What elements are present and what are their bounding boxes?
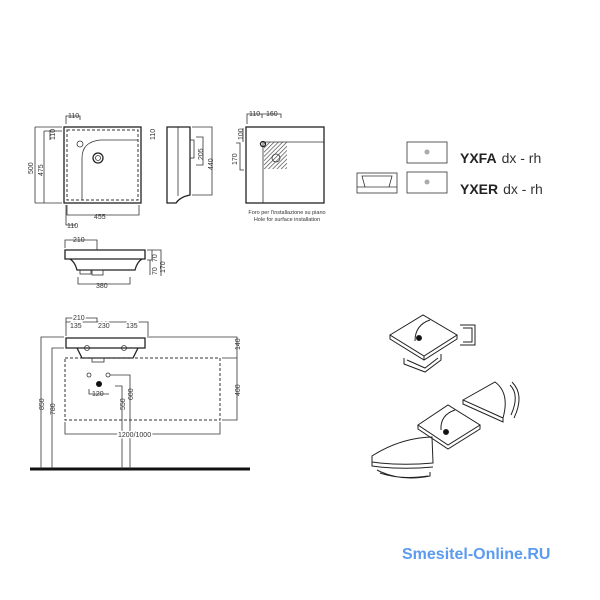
dim-110-left: 110 <box>50 129 57 140</box>
dim-160-install: 160 <box>266 111 278 118</box>
dim-550: 550 <box>120 398 127 410</box>
caption-italian: Foro per l'installazione su piano <box>248 210 325 216</box>
dim-135-right: 135 <box>126 323 138 330</box>
dim-600: 600 <box>128 388 135 400</box>
dim-170-front: 170 <box>160 261 167 273</box>
dim-120: 120 <box>92 391 104 398</box>
dim-455: 455 <box>94 214 106 221</box>
dim-850: 850 <box>39 398 46 410</box>
dim-140: 140 <box>235 338 242 350</box>
top-view: 500 475 110 110 110 455 110 <box>28 113 157 230</box>
dim-110-top: 110 <box>68 113 79 120</box>
dim-110-right: 110 <box>150 129 157 140</box>
install-view: 110 160 100 170 Foro per l'installazione… <box>232 111 326 223</box>
dim-475: 475 <box>38 164 45 176</box>
dim-100-install: 100 <box>238 128 245 140</box>
dim-500: 500 <box>28 162 35 174</box>
caption-english: Hole for surface installation <box>254 217 320 223</box>
dim-400: 400 <box>235 384 242 396</box>
dim-170-install: 170 <box>232 153 239 165</box>
wall-view: 120 550 600 850 780 140 400 1200/1000 21… <box>30 314 250 471</box>
dim-110-bottom: 110 <box>67 223 78 230</box>
dim-1200-1000: 1200/1000 <box>118 432 151 439</box>
watermark: Smesitel-Online.RU <box>402 546 551 563</box>
dim-230: 230 <box>98 323 110 330</box>
dim-110-install: 110 <box>249 111 260 118</box>
dim-70-a: 70 <box>152 254 159 262</box>
dim-70-b: 70 <box>152 267 159 275</box>
front-view: 210 70 70 170 380 <box>64 237 167 290</box>
isometric-modules <box>371 314 520 479</box>
dim-205: 205 <box>198 148 205 160</box>
dim-380: 380 <box>96 283 108 290</box>
dim-440: 440 <box>208 158 215 170</box>
dim-210-wall: 210 <box>73 315 85 322</box>
dim-210-front: 210 <box>73 237 85 244</box>
side-view: 205 440 <box>166 126 215 204</box>
dim-780: 780 <box>50 403 57 415</box>
dim-135-left: 135 <box>70 323 82 330</box>
